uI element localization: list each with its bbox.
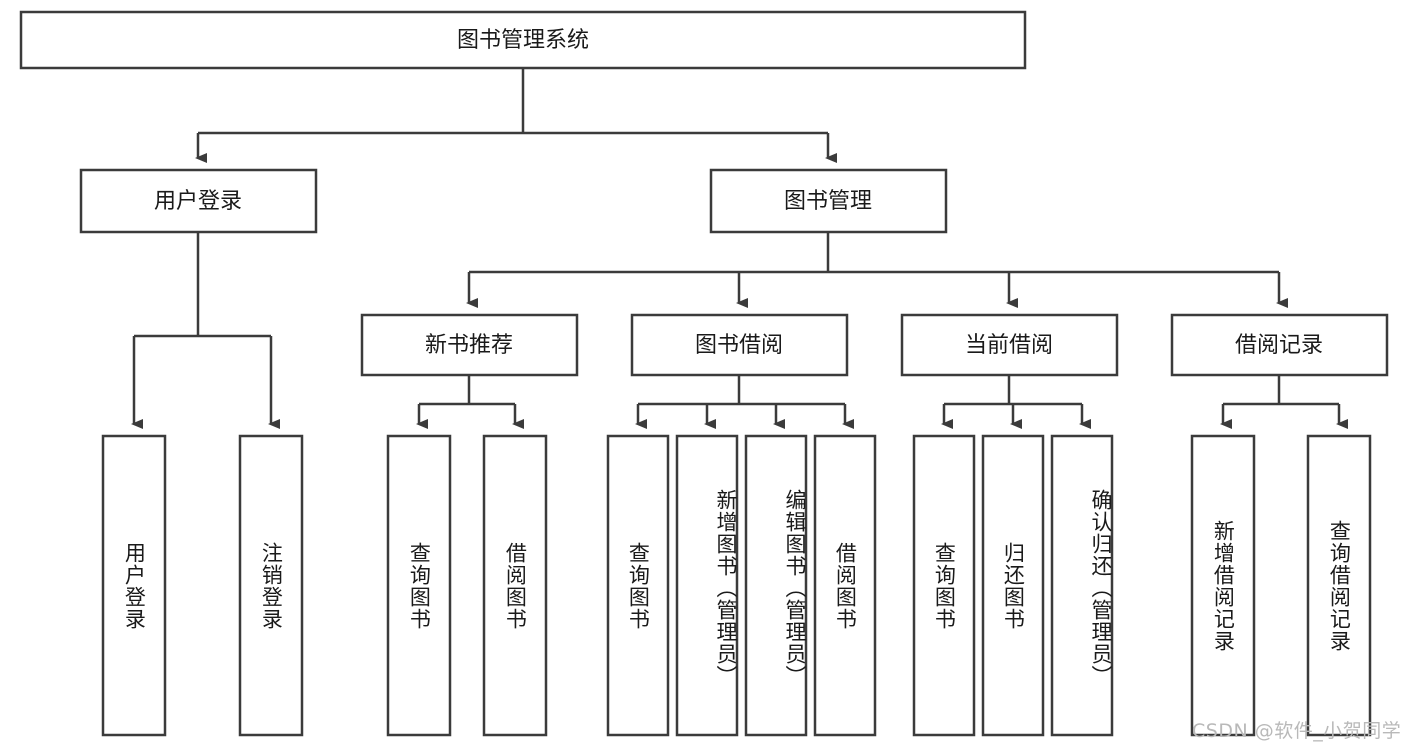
connector-group-user-login xyxy=(131,232,280,429)
node-leaf-query-book-1-box[interactable] xyxy=(386,434,452,737)
node-user-login-label: 用户登录 xyxy=(154,189,242,214)
node-root-box[interactable] xyxy=(19,10,1027,70)
node-book-manage[interactable]: 图书管理 xyxy=(709,168,948,234)
node-book-borrow-box[interactable] xyxy=(630,313,849,377)
node-root-label: 图书管理系统 xyxy=(457,28,589,53)
node-current-borrow[interactable]: 当前借阅 xyxy=(900,313,1119,377)
node-new-book-recommend-label: 新书推荐 xyxy=(425,333,513,358)
node-leaf-query-record-box[interactable] xyxy=(1306,434,1372,737)
node-leaf-logout-box[interactable] xyxy=(238,434,304,737)
node-leaf-add-record-box[interactable] xyxy=(1190,434,1256,737)
node-root[interactable]: 图书管理系统 xyxy=(19,10,1027,70)
node-borrow-record-box[interactable] xyxy=(1170,313,1389,377)
node-book-manage-label: 图书管理 xyxy=(784,189,872,214)
node-current-borrow-label: 当前借阅 xyxy=(965,333,1053,358)
connector-group-book-manage xyxy=(466,232,1288,308)
connector-group-borrow-record xyxy=(1220,375,1348,429)
node-book-borrow[interactable]: 图书借阅 xyxy=(630,313,849,377)
connector-group-current-borrow xyxy=(941,375,1091,429)
node-borrow-record[interactable]: 借阅记录 xyxy=(1170,313,1389,377)
node-leaf-edit-book-box[interactable] xyxy=(744,434,808,737)
node-book-borrow-label: 图书借阅 xyxy=(695,333,783,358)
node-leaf-query-book-3-box[interactable] xyxy=(912,434,976,737)
node-leaf-return-book-box[interactable] xyxy=(981,434,1045,737)
csdn-watermark: CSDN @软件_小贺同学 xyxy=(1192,720,1402,742)
node-borrow-record-label: 借阅记录 xyxy=(1235,333,1323,358)
node-new-book-recommend-box[interactable] xyxy=(360,313,579,377)
node-new-book-recommend[interactable]: 新书推荐 xyxy=(360,313,579,377)
node-leaf-add-book-box[interactable] xyxy=(675,434,739,737)
node-user-login-box[interactable] xyxy=(79,168,318,234)
node-leaf-borrow-book-2-box[interactable] xyxy=(813,434,877,737)
node-current-borrow-box[interactable] xyxy=(900,313,1119,377)
node-leaf-user-login-box[interactable] xyxy=(101,434,167,737)
node-leaf-confirm-return-box[interactable] xyxy=(1050,434,1114,737)
connector-group-new-book-recommend xyxy=(416,375,524,429)
connector-group-root xyxy=(195,68,837,163)
connector-group-book-borrow xyxy=(635,375,854,429)
node-leaf-query-book-2-box[interactable] xyxy=(606,434,670,737)
node-leaf-borrow-book-1-box[interactable] xyxy=(482,434,548,737)
node-book-manage-box[interactable] xyxy=(709,168,948,234)
node-user-login[interactable]: 用户登录 xyxy=(79,168,318,234)
